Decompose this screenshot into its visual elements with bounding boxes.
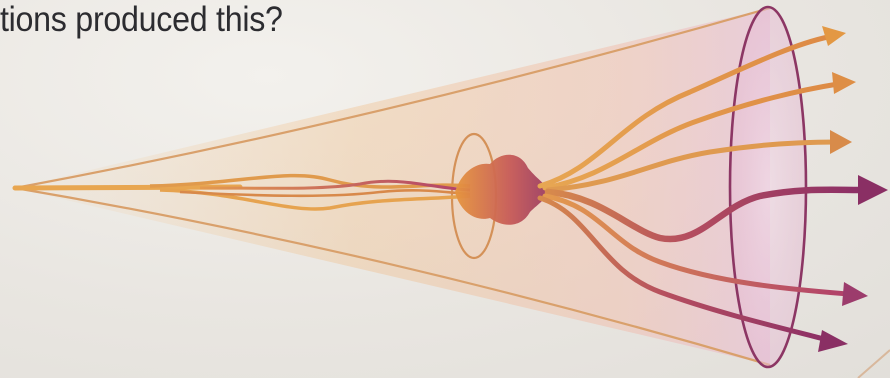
arrowhead-6 xyxy=(818,330,848,352)
arrowhead-5 xyxy=(842,282,868,306)
arrowhead-1 xyxy=(822,26,846,46)
arrowhead-2 xyxy=(832,72,856,94)
funnel-mouth-ring xyxy=(730,7,806,367)
arrowhead-4 xyxy=(858,175,888,205)
corner-accent-line xyxy=(858,350,890,378)
arrowhead-3 xyxy=(830,130,852,154)
